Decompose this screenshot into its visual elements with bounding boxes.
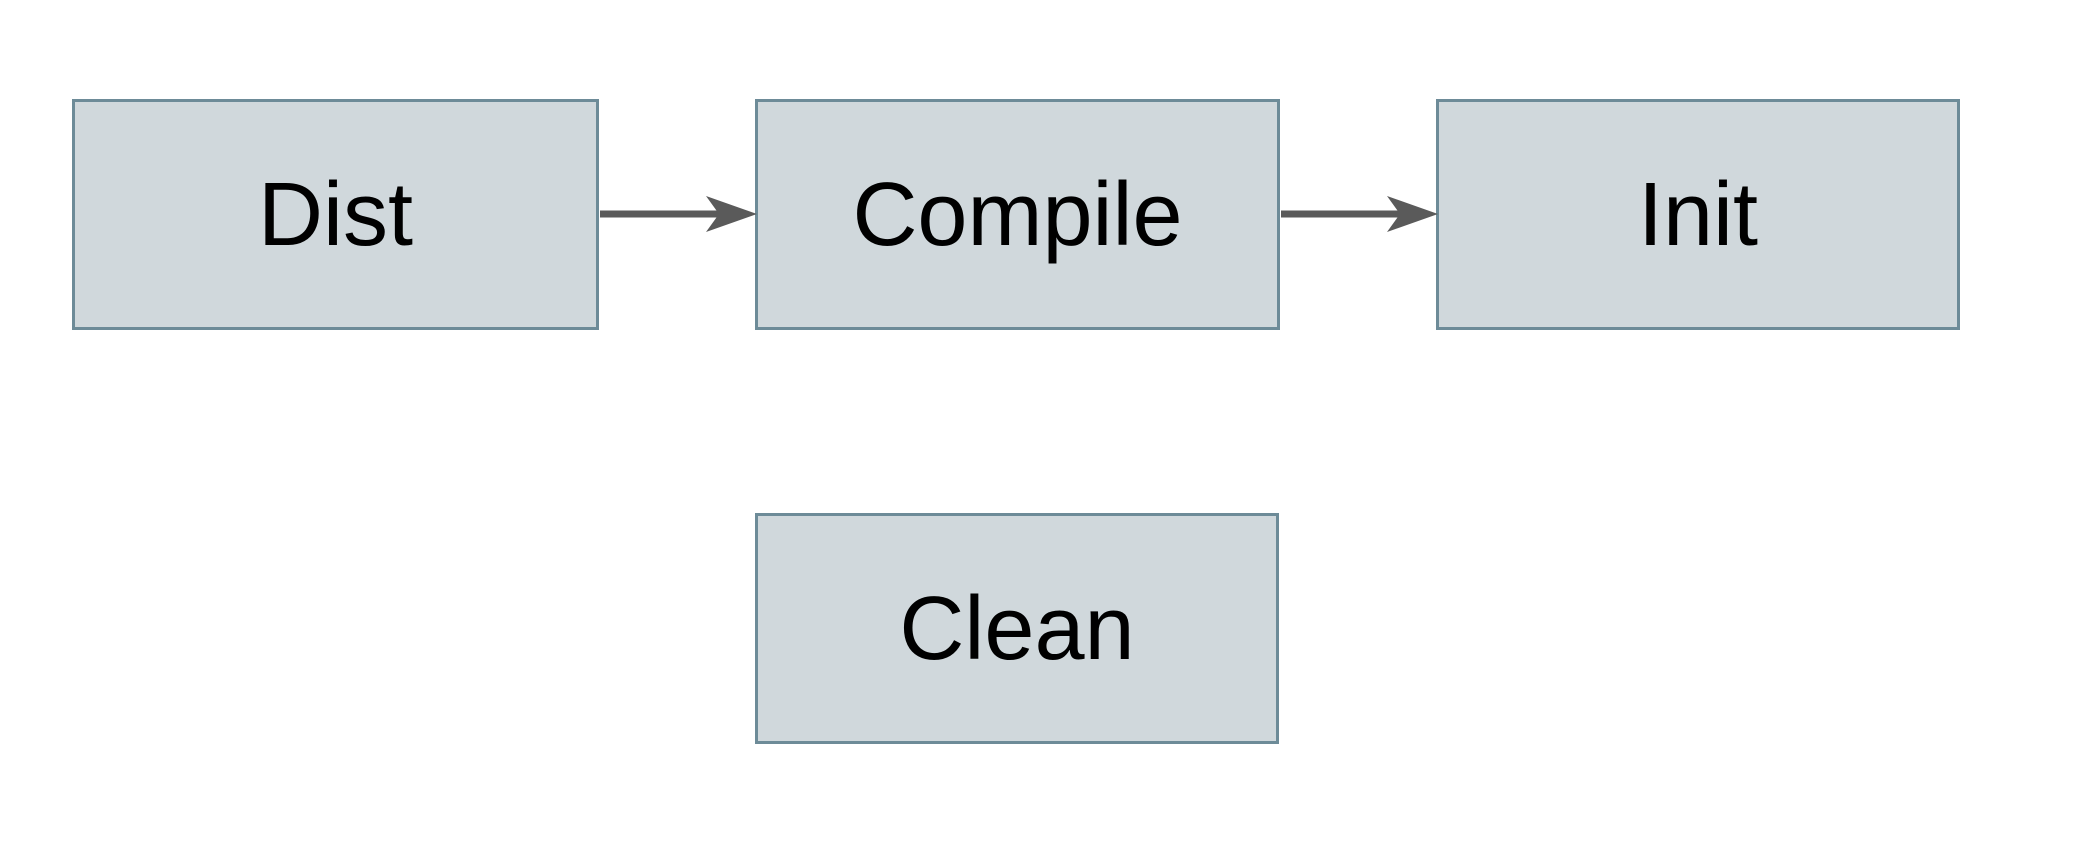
node-init: Init bbox=[1436, 99, 1960, 330]
arrowhead-right-icon bbox=[1387, 196, 1438, 232]
edge-dist-to-compile bbox=[600, 196, 757, 232]
edge-compile-to-init bbox=[1281, 196, 1438, 232]
node-dist: Dist bbox=[72, 99, 599, 330]
node-dist-label: Dist bbox=[258, 164, 413, 265]
node-init-label: Init bbox=[1637, 164, 1759, 265]
node-clean: Clean bbox=[755, 513, 1279, 744]
arrowhead-right-icon bbox=[706, 196, 757, 232]
node-compile: Compile bbox=[755, 99, 1280, 330]
node-clean-label: Clean bbox=[899, 578, 1135, 679]
node-compile-label: Compile bbox=[852, 164, 1183, 265]
